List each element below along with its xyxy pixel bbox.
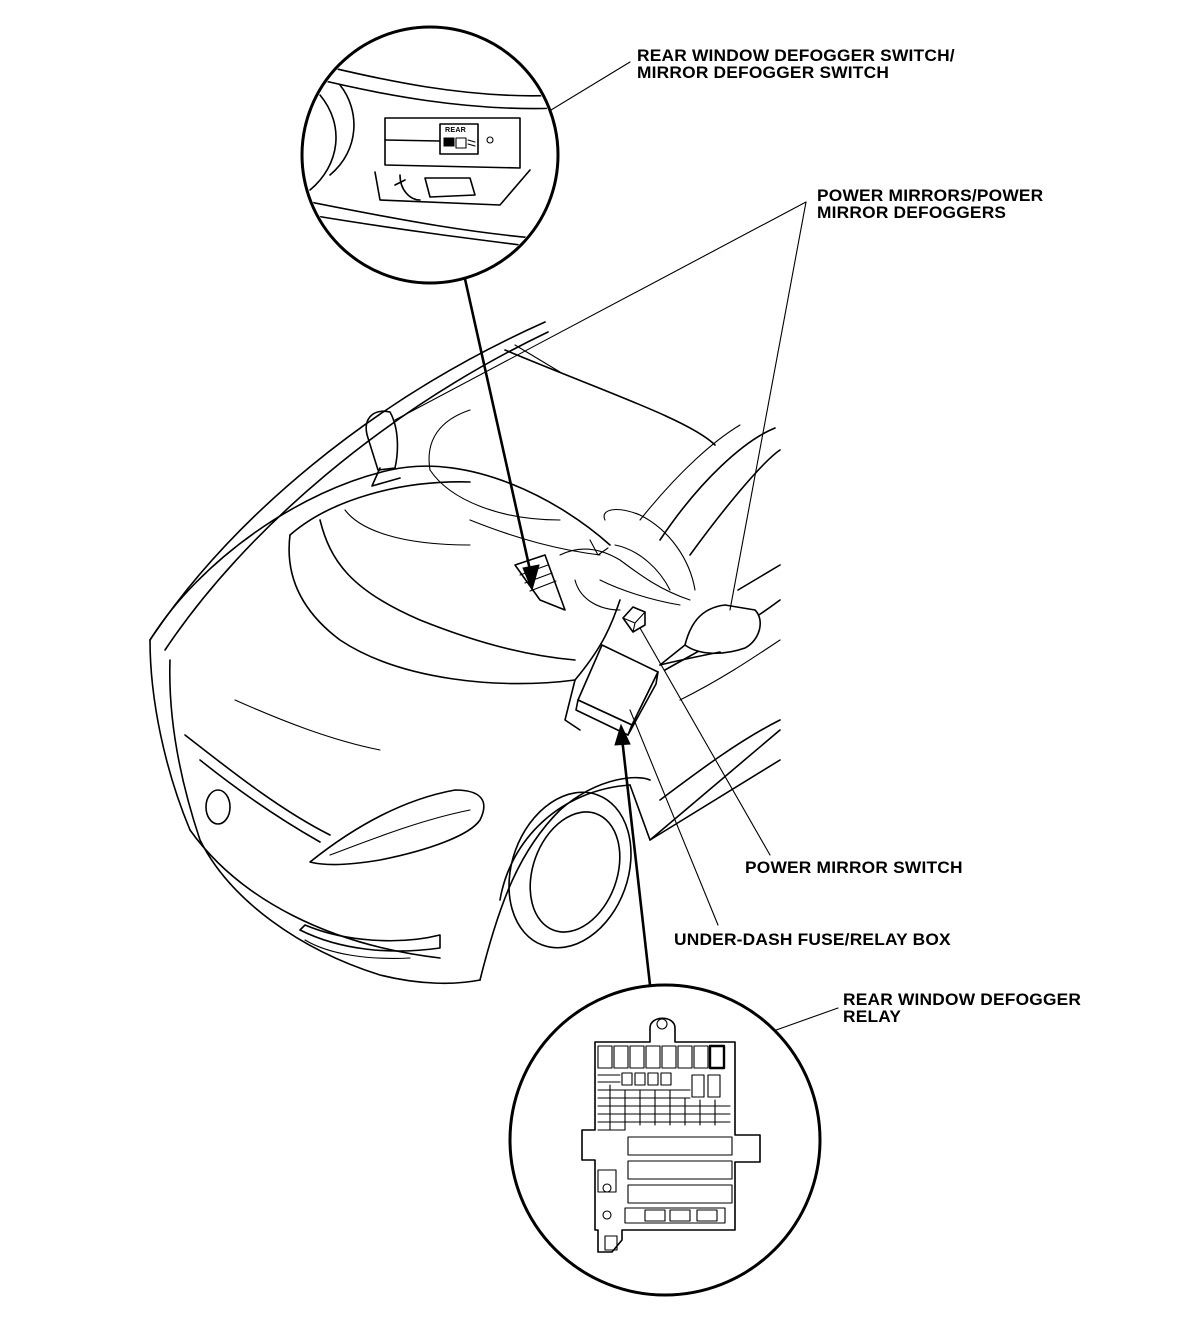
under-dash-fuse-box-label: UNDER-DASH FUSE/RELAY BOX bbox=[674, 931, 951, 948]
rear-window-defogger-switch-label: REAR WINDOW DEFOGGER SWITCH/ MIRROR DEFO… bbox=[637, 47, 955, 81]
fuse-grid bbox=[597, 1074, 731, 1131]
power-mirrors-line1: POWER MIRRORS/POWER bbox=[817, 186, 1044, 205]
rear-window-defogger-relay-line1: REAR WINDOW DEFOGGER bbox=[843, 990, 1082, 1009]
under-dash-fuse-box-line1: UNDER-DASH FUSE/RELAY BOX bbox=[674, 930, 951, 949]
power-mirror-switch-label: POWER MIRROR SWITCH bbox=[745, 859, 963, 876]
power-mirrors-label: POWER MIRRORS/POWER MIRROR DEFOGGERS bbox=[817, 187, 1043, 221]
leader-lines bbox=[394, 61, 839, 1051]
rear-window-defogger-relay-label: REAR WINDOW DEFOGGER RELAY bbox=[843, 991, 1081, 1025]
rear-window-defogger-relay-line2: RELAY bbox=[843, 1007, 902, 1026]
car-illustration bbox=[149, 321, 781, 985]
switch-rear-text: REAR bbox=[445, 127, 467, 134]
switch-detail-circle bbox=[300, 25, 560, 285]
relay-detail-circle bbox=[508, 983, 822, 1297]
rear-window-defogger-switch-line1: REAR WINDOW DEFOGGER SWITCH/ bbox=[637, 46, 955, 65]
power-mirror-switch-line1: POWER MIRROR SWITCH bbox=[745, 858, 963, 877]
power-mirrors-line2: MIRROR DEFOGGERS bbox=[817, 203, 1007, 222]
rear-window-defogger-switch-line2: MIRROR DEFOGGER SWITCH bbox=[637, 63, 890, 82]
relay-row bbox=[597, 1044, 726, 1070]
